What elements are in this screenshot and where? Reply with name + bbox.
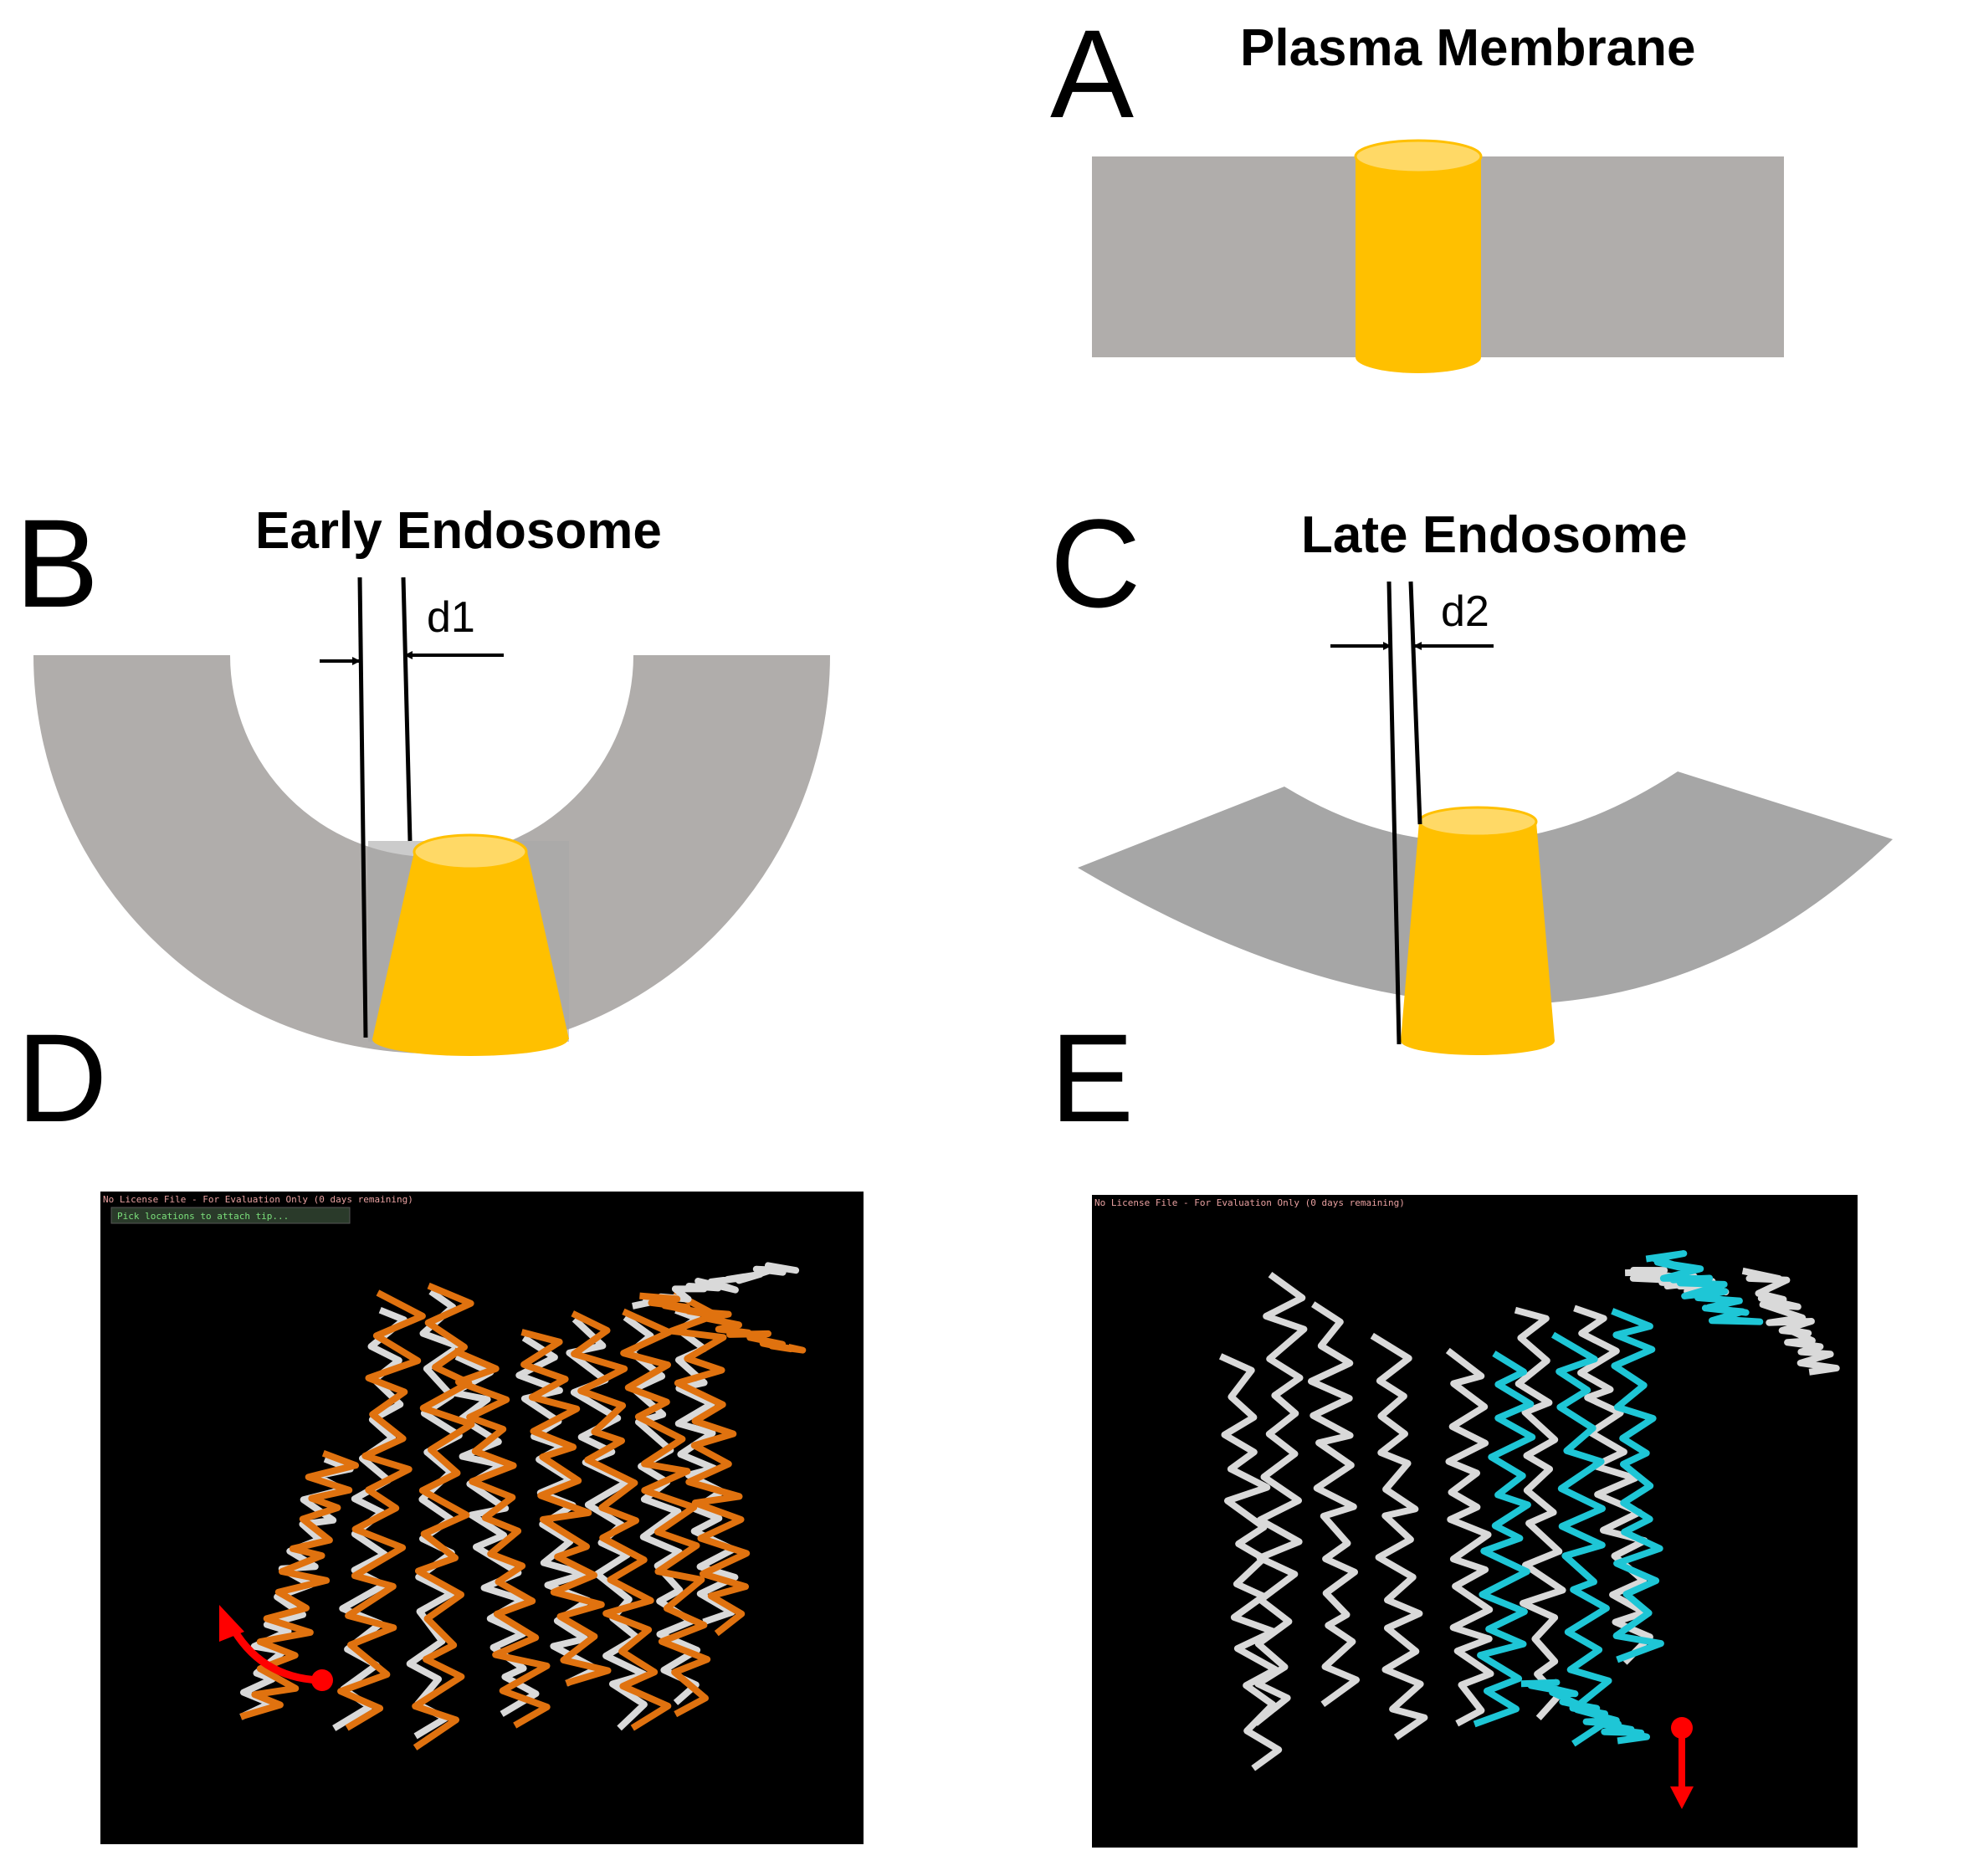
guide-line-c-2 — [1408, 581, 1422, 825]
panel-e-label: E — [1050, 1007, 1134, 1148]
panel-a: A Plasma Membrane — [1050, 3, 1784, 373]
backbone-trace — [571, 1310, 672, 1731]
panel-a-label: A — [1050, 3, 1134, 144]
backbone-trace — [620, 1308, 711, 1718]
backbone-trace — [1550, 1331, 1612, 1747]
backbone-trace — [520, 1329, 612, 1687]
backbone-trace — [1645, 1250, 1764, 1325]
guide-line-c-1 — [1386, 581, 1402, 1045]
panel-a-title: Plasma Membrane — [1240, 19, 1695, 77]
panel-c-title: Late Endosome — [1301, 506, 1688, 564]
panel-c: C Late Endosome d2 — [1050, 493, 1893, 1055]
guide-line-b-2 — [401, 577, 413, 842]
backbone-trace — [1514, 1306, 1566, 1720]
backbone-trace — [1473, 1351, 1536, 1728]
panel-b-label: B — [15, 493, 99, 633]
backbone-trace — [639, 1292, 807, 1354]
backbone-trace — [1253, 1271, 1308, 1726]
distance-label-d1: d1 — [427, 593, 475, 642]
backbone-trace — [1370, 1332, 1428, 1740]
panel-b: B Early Endosome d1 — [15, 493, 830, 1056]
protein-backbone-overlay-d — [239, 1262, 807, 1750]
channel-protein-cylinder-a — [1354, 139, 1483, 373]
panel-e: E No License File - For Evaluation Only … — [1050, 1007, 1858, 1848]
panel-c-label: C — [1050, 493, 1140, 633]
license-notice-d: No License File - For Evaluation Only (0… — [103, 1194, 413, 1205]
backbone-trace — [1308, 1301, 1360, 1708]
backbone-trace — [668, 1289, 751, 1637]
guide-line-b-1 — [357, 577, 368, 1038]
backbone-trace — [1741, 1267, 1840, 1376]
backbone-trace — [412, 1282, 475, 1750]
early-endosome-membrane — [33, 655, 830, 1053]
channel-protein-tapered-b — [372, 833, 569, 1056]
backbone-trace — [239, 1450, 359, 1720]
status-text-d: Pick locations to attach tip... — [117, 1211, 289, 1222]
protein-backbone-overlay-e — [1218, 1250, 1840, 1771]
backbone-trace — [1611, 1308, 1664, 1663]
distance-label-d2: d2 — [1441, 587, 1489, 636]
molecular-viewer-e — [1092, 1195, 1858, 1848]
panel-b-title: Early Endosome — [255, 502, 662, 560]
license-notice-e: No License File - For Evaluation Only (0… — [1094, 1197, 1405, 1208]
panel-d: D No License File - For Evaluation Only … — [17, 1007, 864, 1844]
channel-protein-tapered-c — [1401, 806, 1555, 1055]
backbone-trace — [1445, 1347, 1494, 1727]
translation-arrow-e — [1670, 1717, 1694, 1809]
backbone-trace — [453, 1347, 551, 1729]
backbone-trace — [1573, 1304, 1653, 1665]
backbone-trace — [337, 1289, 426, 1731]
panel-d-label: D — [17, 1007, 107, 1148]
rotation-arrow-d — [219, 1605, 333, 1691]
backbone-trace — [1520, 1679, 1650, 1745]
status-box-d — [110, 1207, 351, 1224]
backbone-trace — [1218, 1353, 1283, 1771]
